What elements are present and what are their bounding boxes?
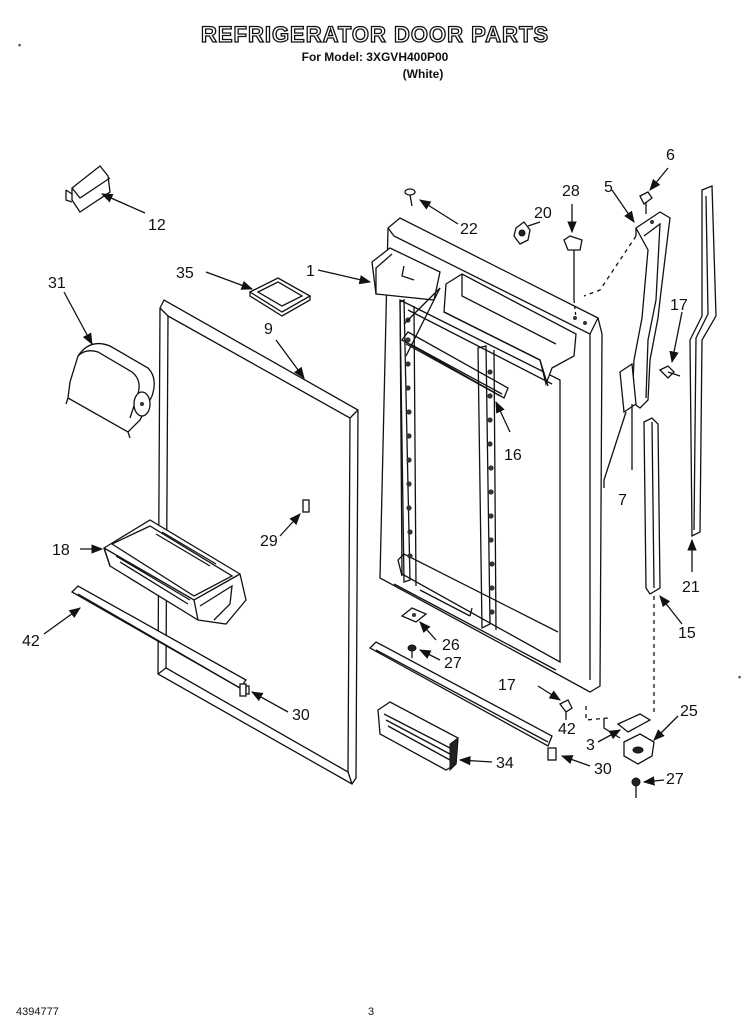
callout-17-lower: 17 — [498, 677, 516, 694]
leader-1 — [317, 269, 372, 285]
callout-18: 18 — [52, 542, 70, 559]
callout-28: 28 — [562, 183, 580, 200]
leader-5 — [611, 189, 635, 223]
part-1-shelf-holes — [405, 316, 587, 615]
callout-42-left: 42 — [22, 633, 40, 650]
part-42-bottom-trim-right — [368, 641, 553, 747]
leader-29 — [279, 513, 301, 537]
leader-34 — [458, 755, 493, 766]
callout-30-left: 30 — [292, 707, 310, 724]
part-35-pad — [248, 277, 312, 317]
callout-42-right: 42 — [558, 721, 576, 738]
callout-3: 3 — [586, 737, 595, 754]
leader-12 — [100, 193, 146, 214]
part-16-rail — [405, 343, 501, 397]
leader-16 — [495, 400, 511, 433]
leader-17-upper — [669, 311, 683, 364]
part-5-top-hinge — [631, 211, 671, 409]
callout-5: 5 — [604, 179, 613, 196]
callout-25: 25 — [680, 703, 698, 720]
leader-3 — [597, 729, 622, 743]
callout-34: 34 — [496, 755, 514, 772]
leader-35 — [205, 271, 254, 290]
leader-31 — [63, 291, 93, 346]
part-17-screw-lower — [559, 699, 573, 720]
page-number: 3 — [368, 1006, 375, 1018]
part-7-bracket — [603, 362, 637, 488]
part-17-screw-upper — [658, 365, 681, 379]
callout-21: 21 — [682, 579, 700, 596]
callout-35: 35 — [176, 265, 194, 282]
part-34-plate — [377, 701, 459, 772]
color-line: (White) — [402, 67, 444, 81]
leader-30-right — [560, 755, 591, 767]
leader-22 — [419, 199, 459, 225]
part-25-bottom-hinge — [623, 733, 655, 765]
leader-42-left — [43, 607, 81, 635]
part-27-screw-lower — [631, 777, 641, 798]
leader-26 — [419, 621, 437, 641]
leader-30-left — [250, 691, 289, 713]
leader-27-lower — [642, 776, 665, 786]
model-line: For Model: 3XGVH400P00 — [301, 50, 449, 64]
callout-26: 26 — [442, 637, 460, 654]
hinge-alignment-top — [583, 235, 637, 297]
leader-25 — [653, 715, 679, 741]
part-9-gasket — [157, 299, 359, 785]
callout-27-lower: 27 — [666, 771, 684, 788]
callout-6: 6 — [666, 147, 675, 164]
callout-labels: 1 3 5 6 7 9 12 15 16 17 17 18 20 21 22 2… — [22, 147, 700, 788]
leader-20 — [527, 221, 541, 227]
part-28-plug — [563, 235, 583, 319]
part-26-washer — [400, 607, 428, 623]
leader-6 — [649, 167, 669, 191]
page-mark-top-left: ▪ — [18, 40, 21, 50]
part-30-clip-left — [239, 683, 250, 697]
callout-9: 9 — [264, 321, 273, 338]
part-29-insert — [302, 499, 310, 513]
callout-20: 20 — [534, 205, 552, 222]
part-30-clip-right — [547, 747, 557, 761]
part-18-door-bin — [103, 519, 247, 625]
part-20-nut — [513, 221, 531, 245]
callout-30-right: 30 — [594, 761, 612, 778]
callout-22: 22 — [460, 221, 478, 238]
part-6-screw — [639, 191, 653, 214]
diagram-title: REFRIGERATOR DOOR PARTS — [200, 21, 550, 47]
document-number: 4394777 — [16, 1006, 59, 1018]
callout-15: 15 — [678, 625, 696, 642]
part-31-cover — [65, 342, 155, 439]
part-22-screw — [404, 188, 416, 207]
callout-16: 16 — [504, 447, 522, 464]
leader-15 — [659, 595, 683, 625]
callout-17-upper: 17 — [670, 297, 688, 314]
part-12-clip — [65, 165, 111, 213]
leader-9 — [275, 339, 305, 379]
leader-17-lower — [537, 685, 561, 701]
callout-1: 1 — [306, 263, 315, 280]
callout-31: 31 — [48, 275, 66, 292]
callout-29: 29 — [260, 533, 278, 550]
leader-1c — [403, 287, 441, 325]
part-21-handle-strip — [689, 185, 717, 538]
callout-7: 7 — [618, 492, 627, 509]
hinge-alignment-bottom — [585, 706, 609, 721]
callout-12: 12 — [148, 217, 166, 234]
part-1-door-liner — [371, 217, 603, 693]
leader-1b — [405, 287, 441, 357]
page-mark-right: ▪ — [738, 672, 741, 682]
part-15-hinge-trim — [643, 417, 661, 595]
leader-27-center — [418, 649, 441, 661]
callout-27-center: 27 — [444, 655, 462, 672]
part-42-trim-strip-left — [70, 585, 247, 689]
part-27-screw-center — [407, 644, 417, 658]
